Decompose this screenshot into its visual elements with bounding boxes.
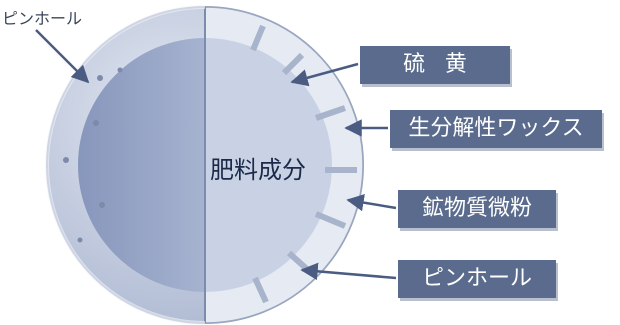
- fertilizer-core-dark: [78, 38, 205, 292]
- top-pinhole-label: ピンホール: [2, 9, 83, 28]
- callout-sulfur: 硫黄: [360, 46, 510, 84]
- arrow-pinhole: [300, 262, 397, 281]
- shell-rim: [45, 5, 206, 325]
- callout-wax: 生分解性ワックス: [390, 110, 602, 148]
- callout-mineral: 鉱物質微粉: [398, 190, 556, 228]
- arrow-sulfur: [290, 62, 359, 87]
- callout-pinhole: ピンホール: [398, 260, 556, 298]
- arrow-mineral: [346, 193, 397, 212]
- fertilizer-core-label: 肥料成分: [210, 156, 306, 184]
- surface-pinholes: [63, 67, 123, 243]
- arrow-top-pinhole: [35, 29, 90, 84]
- callout-arrows: [35, 29, 397, 281]
- fertilizer-core-light: [205, 38, 332, 292]
